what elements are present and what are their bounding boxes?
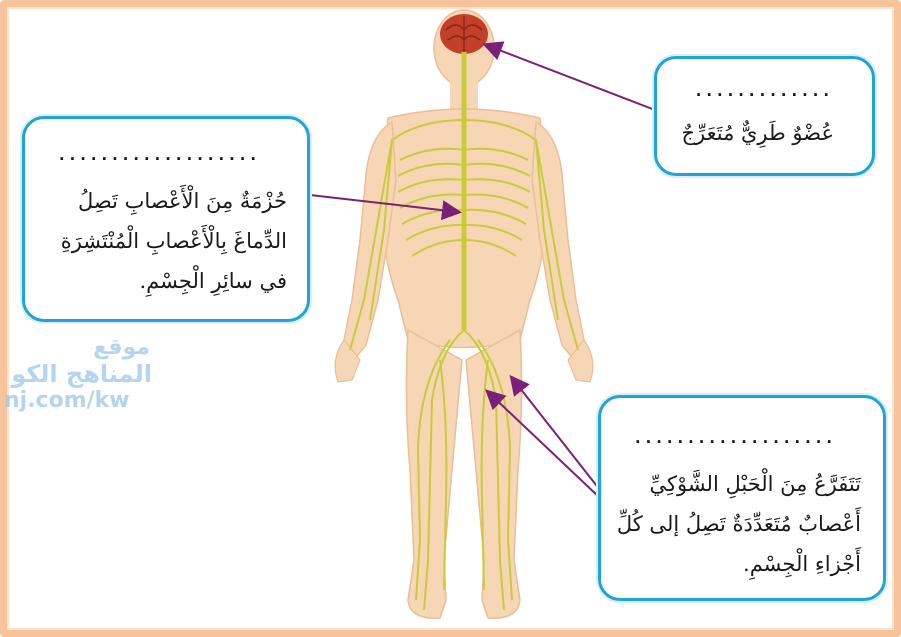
watermark-line3: nj.com/kw bbox=[4, 388, 160, 413]
brain-answer-blank: ............. bbox=[694, 81, 832, 100]
spinal-cord-answer-blank: ................... bbox=[57, 145, 259, 164]
nerves-answer-blank: ................... bbox=[633, 428, 835, 447]
nerves-line3: أَجْزاءِ الْجِسْمِ. bbox=[743, 548, 861, 580]
nerves-line2: أَعْصابٌ مُتَعَدِّدَةٌ تَصِلُ إلى كُلِّ bbox=[617, 508, 861, 540]
brain-icon bbox=[440, 14, 488, 54]
spinal-cord-line3: في سائِرِ الْجِسْمِ. bbox=[140, 265, 288, 297]
brain-callout: ............. عُضْوٌ طَرِيٌّ مُتَعَرِّجٌ bbox=[654, 56, 875, 176]
nerves-line1: تَتَفَرَّعُ مِنَ الْحَبْلِ الشَّوْكِيِّ bbox=[649, 468, 861, 500]
nerves-callout: ................... تَتَفَرَّعُ مِنَ الْ… bbox=[598, 395, 886, 601]
spinal-cord-line2: الدِّماغَ بِالْأَعْصابِ الْمُنْتَشِرَةِ bbox=[61, 225, 287, 257]
watermark-line2: المناهج الكو bbox=[0, 360, 152, 388]
spinal-cord-callout: ................... حُزْمَةٌ مِنَ الْأَع… bbox=[22, 116, 310, 322]
spinal-cord-line1: حُزْمَةٌ مِنَ الْأَعْصابِ تَصِلُ bbox=[78, 185, 287, 217]
arrow-to-brain bbox=[486, 45, 655, 110]
brain-description: عُضْوٌ طَرِيٌّ مُتَعَرِّجٌ bbox=[681, 117, 834, 149]
watermark-line1: موقع bbox=[0, 335, 150, 360]
arrow-to-nerve-1 bbox=[512, 378, 600, 490]
watermark: موقع المناهج الكو nj.com/kw bbox=[0, 335, 160, 413]
